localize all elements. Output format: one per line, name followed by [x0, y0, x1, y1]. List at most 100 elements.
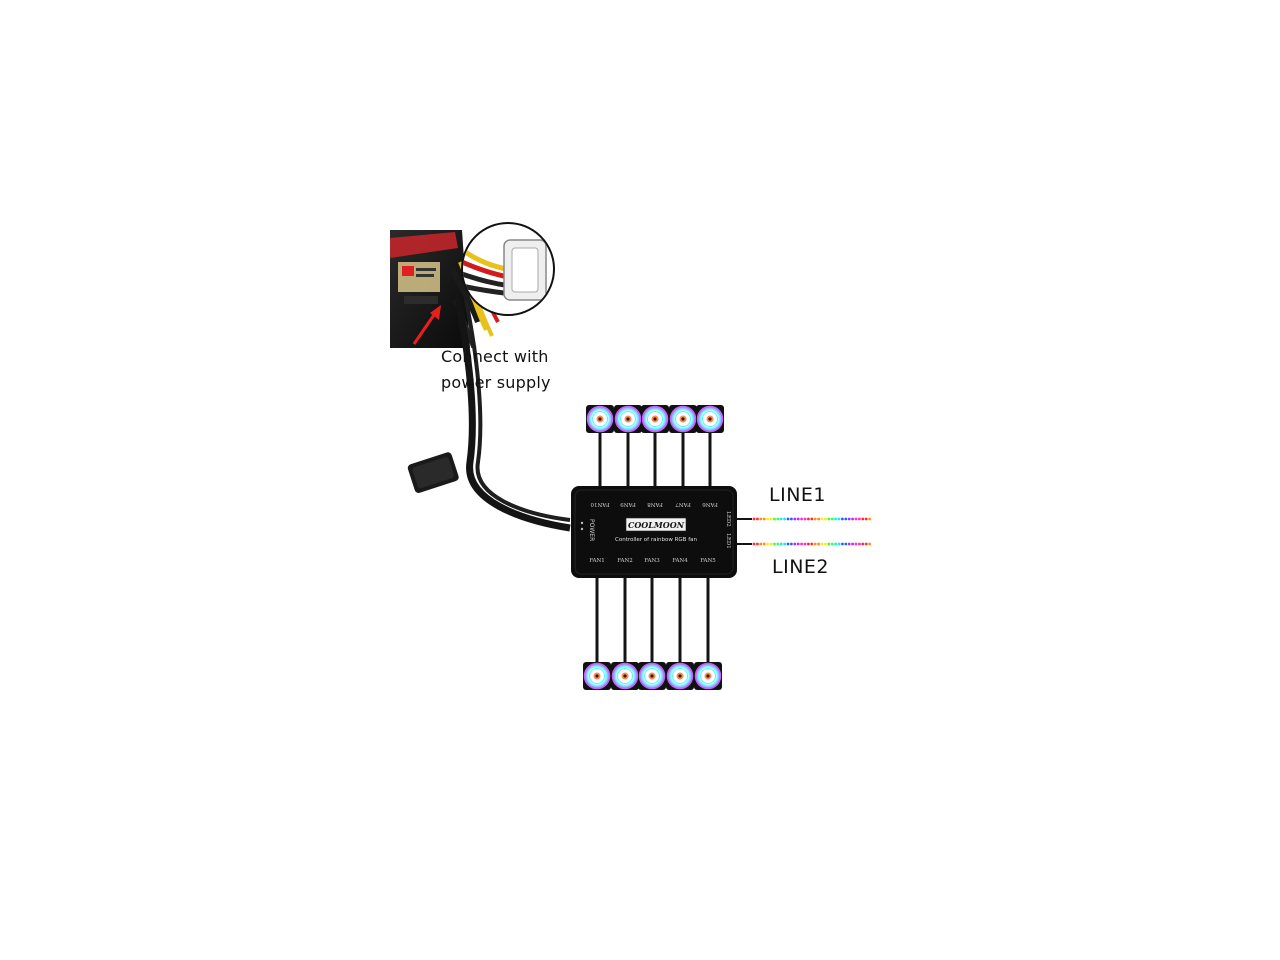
led-dot — [773, 517, 776, 521]
led-dot — [776, 517, 780, 521]
led-dot — [830, 517, 834, 521]
led-dot — [810, 542, 814, 546]
led-dot — [769, 542, 773, 546]
led-dot — [827, 517, 831, 521]
led-dot — [807, 517, 810, 521]
led-dot — [844, 517, 848, 521]
rgb-fan-icon — [694, 662, 722, 690]
led-dot — [817, 542, 820, 546]
led-dot — [783, 542, 786, 546]
rgb-fan-icon — [666, 662, 694, 690]
led-dot — [786, 542, 790, 546]
led-dot — [779, 517, 783, 521]
line2-label: LINE2 — [772, 556, 829, 578]
port-label: FAN5 — [700, 558, 716, 564]
port-label: FAN10 — [590, 501, 610, 507]
bottom-fan-row — [583, 662, 722, 690]
rgb-fan-icon — [669, 405, 697, 433]
fan-wires — [595, 432, 712, 662]
caption-line-2: power supply — [441, 373, 551, 392]
led-dot — [868, 542, 871, 546]
led-dot — [793, 517, 797, 521]
led-dot — [824, 542, 827, 546]
brand-plate — [625, 517, 687, 532]
led-dot — [800, 517, 803, 521]
led-dot — [868, 517, 871, 521]
led-dot — [773, 542, 776, 546]
led-dot — [779, 542, 783, 546]
power-cable — [0, 0, 571, 532]
led-dot — [796, 542, 800, 546]
led-dot — [803, 517, 807, 521]
led-dot — [861, 542, 865, 546]
led-dot — [834, 517, 837, 521]
led-dot — [851, 517, 854, 521]
led-dot — [752, 517, 756, 521]
led-dot — [756, 517, 759, 521]
led-dot — [813, 542, 817, 546]
port-label: FAN3 — [644, 558, 660, 564]
led-dot — [783, 517, 786, 521]
led-dot — [837, 542, 841, 546]
led-dot — [766, 517, 769, 521]
controller-box: COOLMOON Controller of rainbow RGB fan P… — [571, 486, 737, 578]
port-label: FAN2 — [617, 558, 633, 564]
power-led-icon — [580, 521, 584, 525]
led-dot — [752, 542, 756, 546]
port-label: FAN9 — [620, 501, 636, 507]
led-dot — [786, 517, 790, 521]
port-label: FAN7 — [675, 501, 691, 507]
port-label: FAN4 — [672, 558, 688, 564]
led-dot — [762, 542, 766, 546]
led-dot — [844, 542, 848, 546]
led-dot — [847, 542, 851, 546]
rgb-fan-icon — [696, 405, 724, 433]
power-led-icon — [580, 527, 584, 531]
led-dot — [820, 542, 824, 546]
led-strip-line2 — [737, 542, 871, 546]
led-dot — [827, 542, 831, 546]
led-dot — [851, 542, 854, 546]
led-dot — [803, 542, 807, 546]
led-dot — [858, 542, 861, 546]
led-dot — [813, 517, 817, 521]
led-dot — [796, 517, 800, 521]
led-dot — [790, 542, 793, 546]
led-dot — [834, 542, 837, 546]
led-dot — [766, 542, 769, 546]
rgb-fan-icon — [611, 662, 639, 690]
molex-connector-zoom — [461, 222, 555, 316]
port-label: FAN8 — [647, 501, 663, 507]
led-dot — [793, 542, 797, 546]
led-dot — [769, 517, 773, 521]
rgb-fan-icon — [583, 662, 611, 690]
power-label: POWER — [588, 519, 595, 541]
led-dot — [847, 517, 851, 521]
led-dot — [762, 517, 766, 521]
port-label: FAN1 — [589, 558, 605, 564]
led-dot — [858, 517, 861, 521]
led-dot — [864, 517, 868, 521]
arrow-icon — [412, 305, 441, 345]
rgb-fan-icon — [641, 405, 669, 433]
led-dot — [756, 542, 759, 546]
controller-subtitle: Controller of rainbow RGB fan — [615, 537, 698, 543]
led-dot — [854, 517, 858, 521]
led-dot — [759, 517, 763, 521]
port-label: LED2 — [725, 511, 731, 527]
led-dot — [854, 542, 858, 546]
led-dot — [824, 517, 827, 521]
led-dot — [790, 517, 793, 521]
led-dot — [861, 517, 865, 521]
led-dot — [800, 542, 803, 546]
brand-label: COOLMOON — [628, 520, 685, 530]
line1-label: LINE1 — [769, 484, 826, 506]
led-dot — [841, 517, 844, 521]
led-dot — [837, 517, 841, 521]
rgb-fan-icon — [586, 405, 614, 433]
caption-line-1: Connect with — [441, 347, 549, 366]
led-dot — [820, 517, 824, 521]
top-fan-row — [586, 405, 724, 433]
